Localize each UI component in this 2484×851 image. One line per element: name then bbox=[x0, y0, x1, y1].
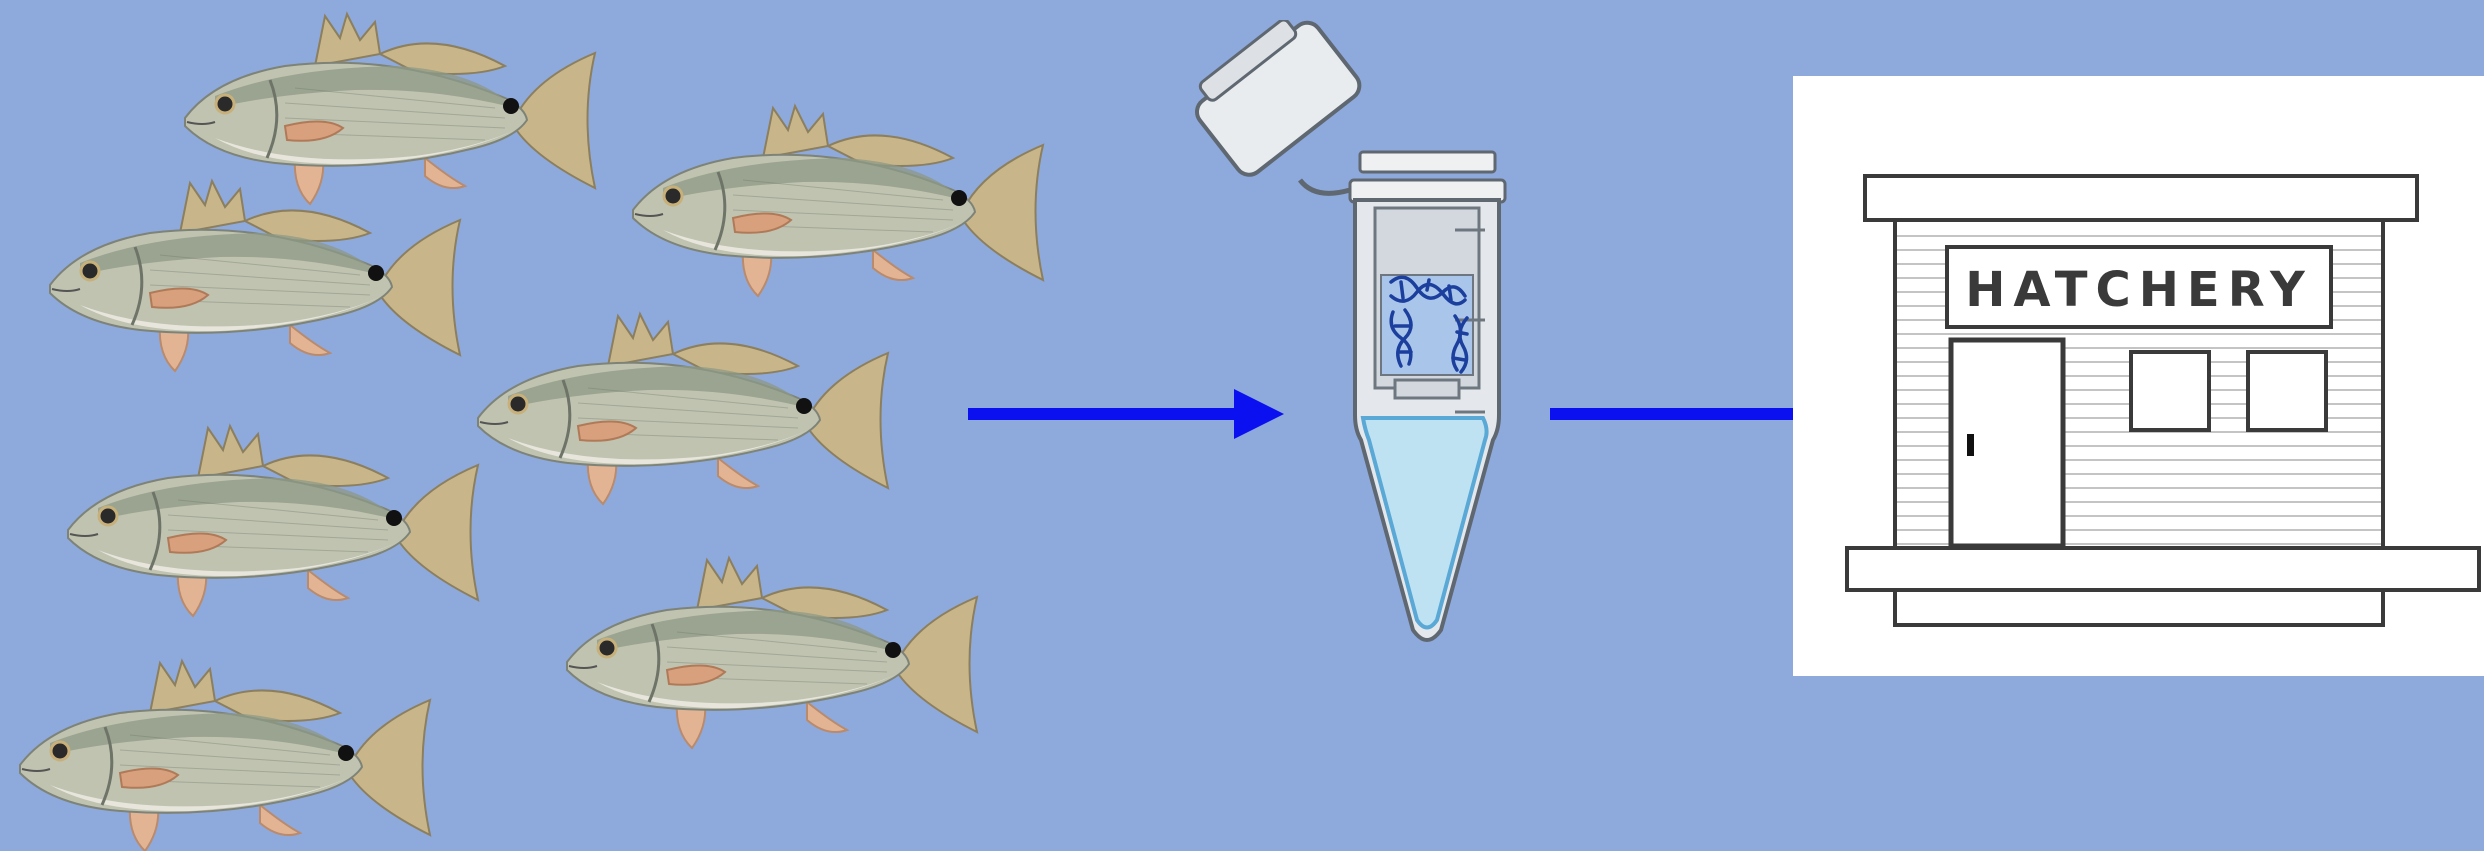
fish-icon bbox=[623, 100, 1053, 320]
fish-icon bbox=[10, 655, 440, 851]
fish-icon bbox=[40, 175, 470, 395]
hatchery-building-icon: HATCHERY bbox=[1793, 76, 2484, 676]
hatchery-sign-text: HATCHERY bbox=[1965, 262, 2313, 318]
fish-icon bbox=[468, 308, 898, 528]
fish-icon bbox=[58, 420, 488, 640]
fish-icon bbox=[557, 552, 987, 772]
dna-tube-icon bbox=[1165, 20, 1525, 660]
